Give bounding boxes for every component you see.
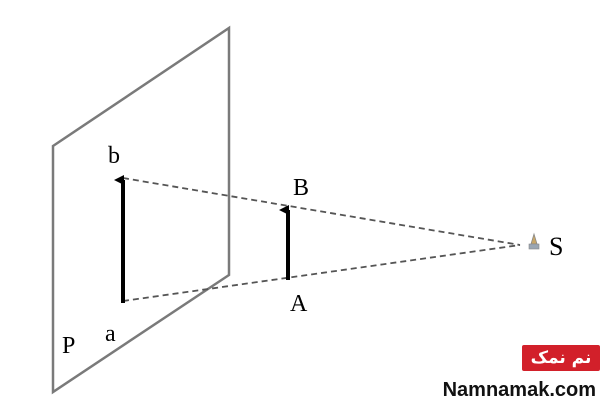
label-A: A <box>290 291 308 317</box>
light-source-icon <box>528 232 540 250</box>
brand-site-text: Namnamak.com <box>442 379 596 401</box>
label-P: P <box>62 333 75 359</box>
ray-top <box>122 177 521 246</box>
label-B: B <box>293 175 309 201</box>
projection-plane <box>51 25 231 395</box>
ray-bottom <box>122 244 521 302</box>
label-S: S <box>549 232 563 261</box>
brand-badge: نم نمک <box>522 345 600 371</box>
label-a: a <box>105 321 116 347</box>
label-b: b <box>108 143 120 169</box>
